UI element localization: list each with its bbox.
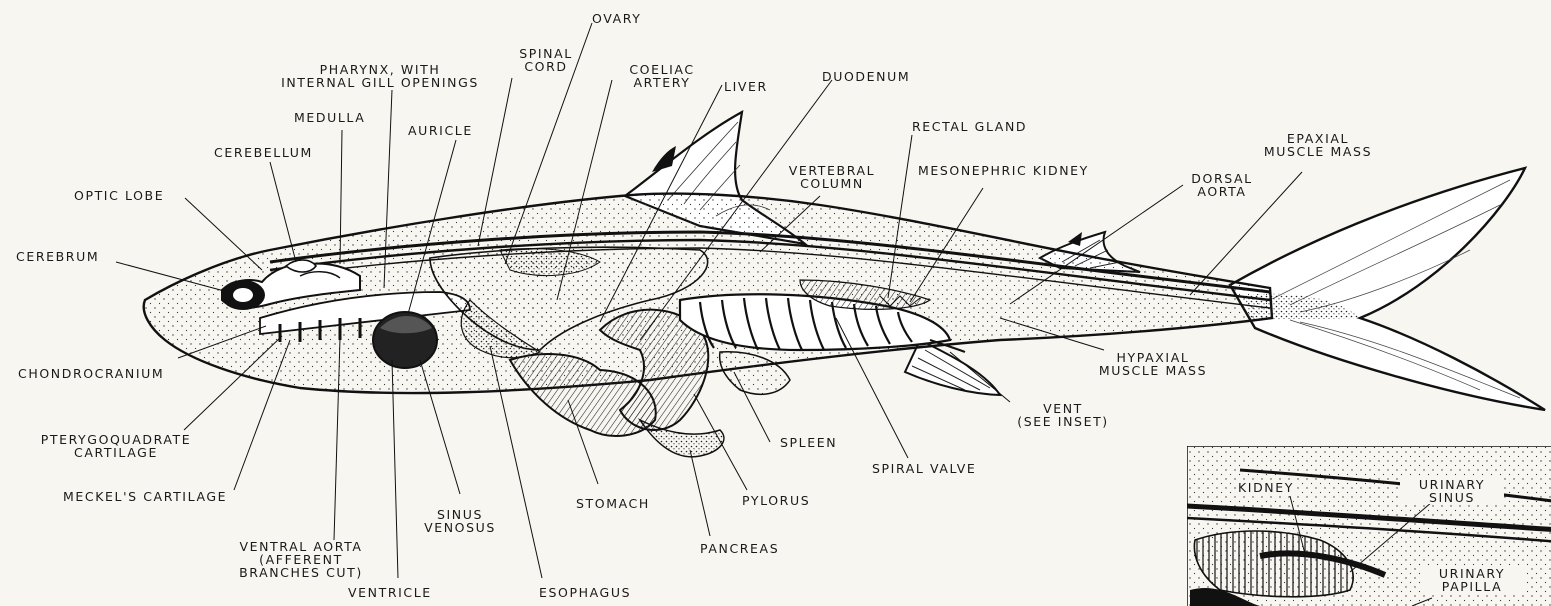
label-pharynx: PHARYNX, WITH INTERNAL GILL OPENINGS	[262, 63, 498, 89]
label-ventral-aorta: VENTRAL AORTA (AFFERENT BRANCHES CUT)	[226, 540, 376, 579]
label-stomach: STOMACH	[576, 497, 650, 510]
label-pancreas: PANCREAS	[700, 542, 779, 555]
label-mesonephric-kidney: MESONEPHRIC KIDNEY	[918, 164, 1089, 177]
label-optic-lobe: OPTIC LOBE	[74, 189, 164, 202]
label-spiral-valve: SPIRAL VALVE	[872, 462, 976, 475]
label-spleen: SPLEEN	[780, 436, 837, 449]
label-hypaxial-muscle-mass: HYPAXIAL MUSCLE MASS	[1086, 351, 1220, 377]
label-epaxial-muscle-mass: EPAXIAL MUSCLE MASS	[1250, 132, 1386, 158]
label-rectal-gland: RECTAL GLAND	[912, 120, 1027, 133]
label-pylorus: PYLORUS	[742, 494, 810, 507]
label-ovary: OVARY	[592, 12, 641, 25]
label-coeliac-artery: COELIAC ARTERY	[610, 63, 714, 89]
label-meckels-cartilage: MECKEL'S CARTILAGE	[63, 490, 227, 503]
label-vent: VENT (SEE INSET)	[1008, 402, 1118, 428]
label-esophagus: ESOPHAGUS	[539, 586, 631, 599]
caudal-fin	[1230, 168, 1545, 410]
inset-label-urinary-papilla: URINARY PAPILLA	[1420, 567, 1524, 593]
inset-label-urinary-sinus: URINARY SINUS	[1400, 478, 1504, 504]
label-vertebral-column: VERTEBRAL COLUMN	[780, 164, 884, 190]
inset-label-kidney: KIDNEY	[1236, 481, 1296, 494]
label-duodenum: DUODENUM	[822, 70, 910, 83]
label-chondrocranium: CHONDROCRANIUM	[18, 367, 164, 380]
label-auricle: AURICLE	[408, 124, 473, 137]
label-ventricle: VENTRICLE	[348, 586, 432, 599]
label-cerebrum: CEREBRUM	[16, 250, 99, 263]
label-liver: LIVER	[724, 80, 768, 93]
label-dorsal-aorta: DORSAL AORTA	[1178, 172, 1266, 198]
label-sinus-venosus: SINUS VENOSUS	[420, 508, 500, 534]
label-pterygoquadrate-cartilage: PTERYGOQUADRATE CARTILAGE	[36, 433, 196, 459]
label-spinal-cord: SPINAL CORD	[504, 47, 588, 73]
label-cerebellum: CEREBELLUM	[214, 146, 313, 159]
label-medulla: MEDULLA	[294, 111, 365, 124]
